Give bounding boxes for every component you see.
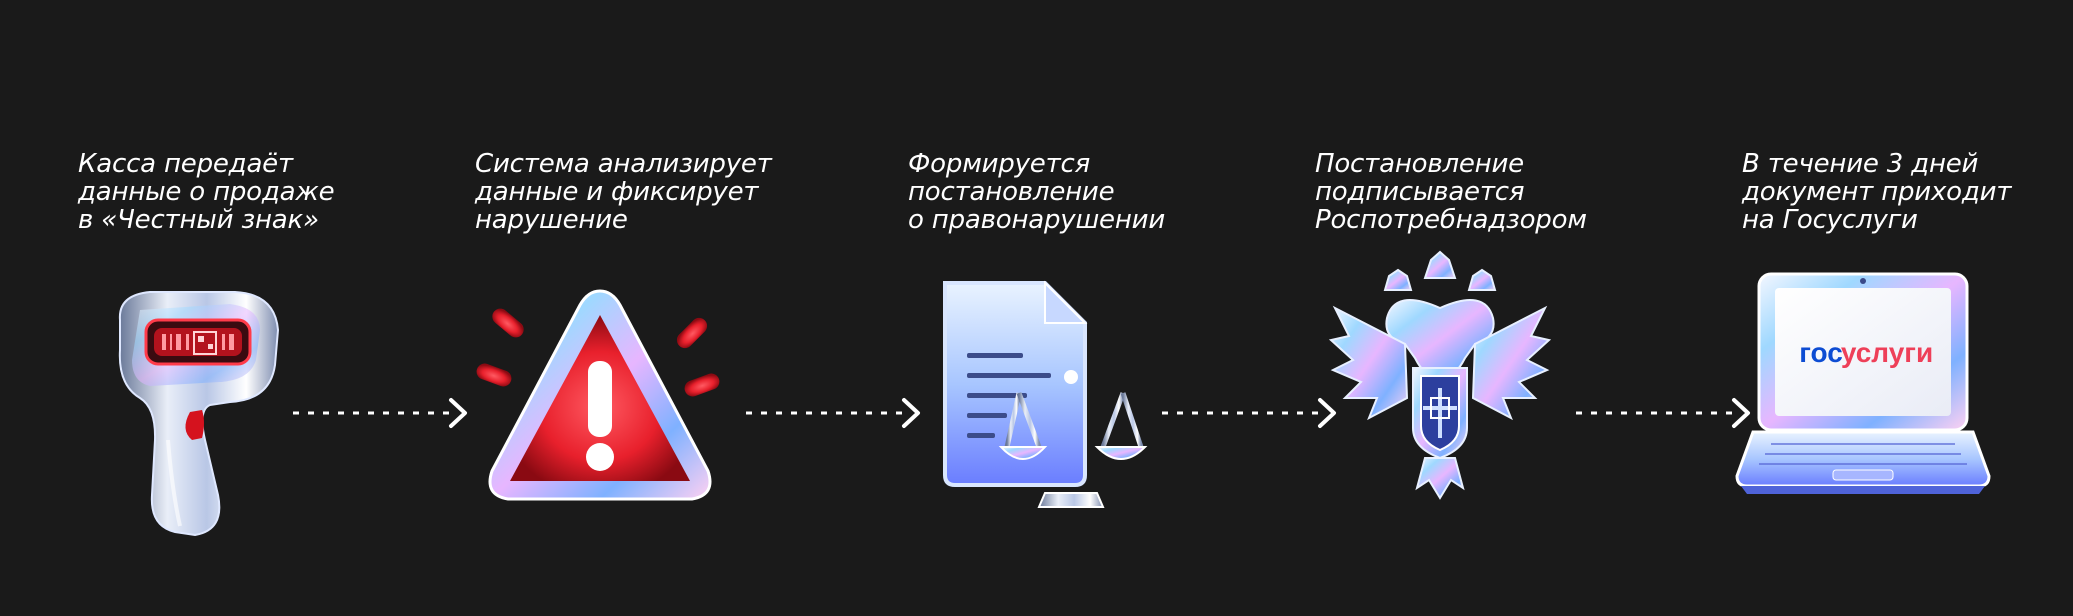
step-4-line-3: Роспотребнадзором <box>1315 205 1587 235</box>
step-5-line-3: на Госуслуги <box>1742 205 1918 235</box>
arrow-3-icon <box>1162 398 1336 428</box>
step-5-line-2: документ приходит <box>1742 177 2012 207</box>
coat-of-arms-icon <box>1328 250 1552 500</box>
step-1-line-2: данные о продаже <box>78 177 335 207</box>
warning-triangle-icon <box>476 289 720 501</box>
step-3-caption: Формируется постановление о правонарушен… <box>908 150 1165 234</box>
step-2-line-2: данные и фиксирует <box>475 177 759 207</box>
step-3-line-3: о правонарушении <box>908 205 1166 235</box>
step-4-line-1: Постановление <box>1315 149 1524 179</box>
step-3-line-1: Формируется <box>908 149 1091 179</box>
step-2-caption: Система анализирует данные и фиксирует н… <box>475 150 772 234</box>
arrow-2-icon <box>746 398 920 428</box>
document-scales-icon <box>943 280 1148 508</box>
step-1-line-1: Касса передаёт <box>78 149 293 179</box>
laptop-logo-part1: гос <box>1799 337 1843 368</box>
step-1-caption: Касса передаёт данные о продаже в «Честн… <box>78 149 335 235</box>
arrow-4-icon <box>1576 398 1750 428</box>
step-2-line-1: Система анализирует <box>475 149 772 179</box>
step-1-line-3: в «Честный знак» <box>78 205 319 235</box>
arrow-1-icon <box>293 398 467 428</box>
step-4-caption: Постановление подписывается Роспотребнад… <box>1315 150 1587 234</box>
step-2-line-3: нарушение <box>475 205 628 235</box>
step-4-line-2: подписывается <box>1315 177 1525 207</box>
step-3-line-2: постановление <box>908 177 1115 207</box>
barcode-scanner-icon <box>118 291 280 537</box>
laptop-logo-part2: услуги <box>1841 337 1933 368</box>
laptop-gosuslugi-icon: гос услуги <box>1735 272 1991 494</box>
step-5-line-1: В течение 3 дней <box>1742 149 1979 179</box>
step-5-caption: В течение 3 дней документ приходит на Го… <box>1742 149 2012 235</box>
